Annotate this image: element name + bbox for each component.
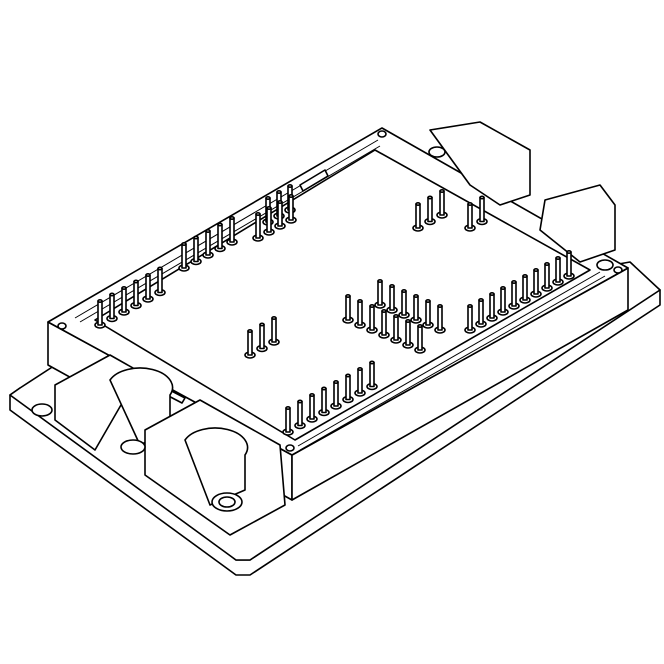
terminal-pin: [422, 298, 434, 329]
terminal-pin: [285, 194, 297, 224]
terminal-pin: [190, 235, 202, 266]
terminal-pins: [94, 184, 575, 436]
terminal-pin: [552, 255, 564, 286]
terminal-pin: [118, 285, 130, 316]
terminal-pin: [342, 293, 354, 324]
terminal-pin: [398, 288, 410, 319]
terminal-pin: [390, 313, 402, 344]
mounting-hole: [31, 403, 53, 417]
mounting-hole: [120, 439, 146, 455]
terminal-pin: [508, 279, 520, 310]
terminal-pin: [354, 298, 366, 329]
terminal-pin: [268, 315, 280, 346]
terminal-pin: [436, 189, 448, 219]
terminal-pin: [256, 322, 268, 353]
terminal-pin: [519, 273, 531, 304]
mounting-hole: [218, 496, 236, 508]
terminal-pin: [226, 216, 238, 246]
terminal-pin: [434, 303, 446, 334]
terminal-pin: [318, 386, 330, 417]
terminal-pin: [366, 360, 378, 391]
terminal-pin: [202, 229, 214, 259]
terminal-pin: [330, 379, 342, 410]
screw-hole: [613, 266, 623, 274]
terminal-pin: [464, 202, 476, 232]
mounting-ears: [54, 121, 616, 536]
terminal-pin: [154, 266, 166, 297]
terminal-pin: [130, 279, 142, 310]
terminal-pin: [214, 222, 226, 253]
terminal-pin: [541, 261, 553, 292]
terminal-pin: [424, 195, 436, 226]
terminal-pin: [294, 399, 306, 430]
terminal-pin: [464, 303, 476, 334]
screw-hole: [377, 130, 387, 138]
terminal-pin: [263, 206, 275, 236]
terminal-pin: [530, 267, 542, 298]
terminal-pin: [402, 318, 414, 349]
terminal-pin: [475, 297, 487, 328]
terminal-pin: [486, 291, 498, 322]
terminal-pin: [252, 212, 264, 242]
terminal-pin: [282, 405, 294, 436]
terminal-pin: [563, 250, 575, 280]
terminal-pin: [412, 202, 424, 232]
terminal-pin: [142, 272, 154, 303]
terminal-pin: [354, 366, 366, 397]
terminal-pin: [366, 303, 378, 334]
terminal-pin: [94, 298, 106, 329]
terminal-pin: [178, 242, 190, 272]
terminal-pin: [342, 373, 354, 404]
terminal-pin: [274, 200, 286, 230]
terminal-pin: [244, 328, 256, 359]
mounting-hole: [596, 259, 614, 271]
terminal-pin: [497, 285, 509, 316]
terminal-pin: [476, 195, 488, 226]
terminal-pin: [378, 308, 390, 339]
terminal-pin: [374, 278, 386, 309]
terminal-pin: [414, 323, 426, 354]
terminal-pin: [410, 293, 422, 324]
mounting-holes: [31, 130, 623, 512]
screw-hole: [57, 322, 67, 330]
mounting-hole: [428, 146, 446, 158]
terminal-pin: [386, 283, 398, 314]
terminal-pin: [306, 392, 318, 423]
terminal-pin: [106, 292, 118, 323]
screw-hole: [285, 444, 295, 452]
